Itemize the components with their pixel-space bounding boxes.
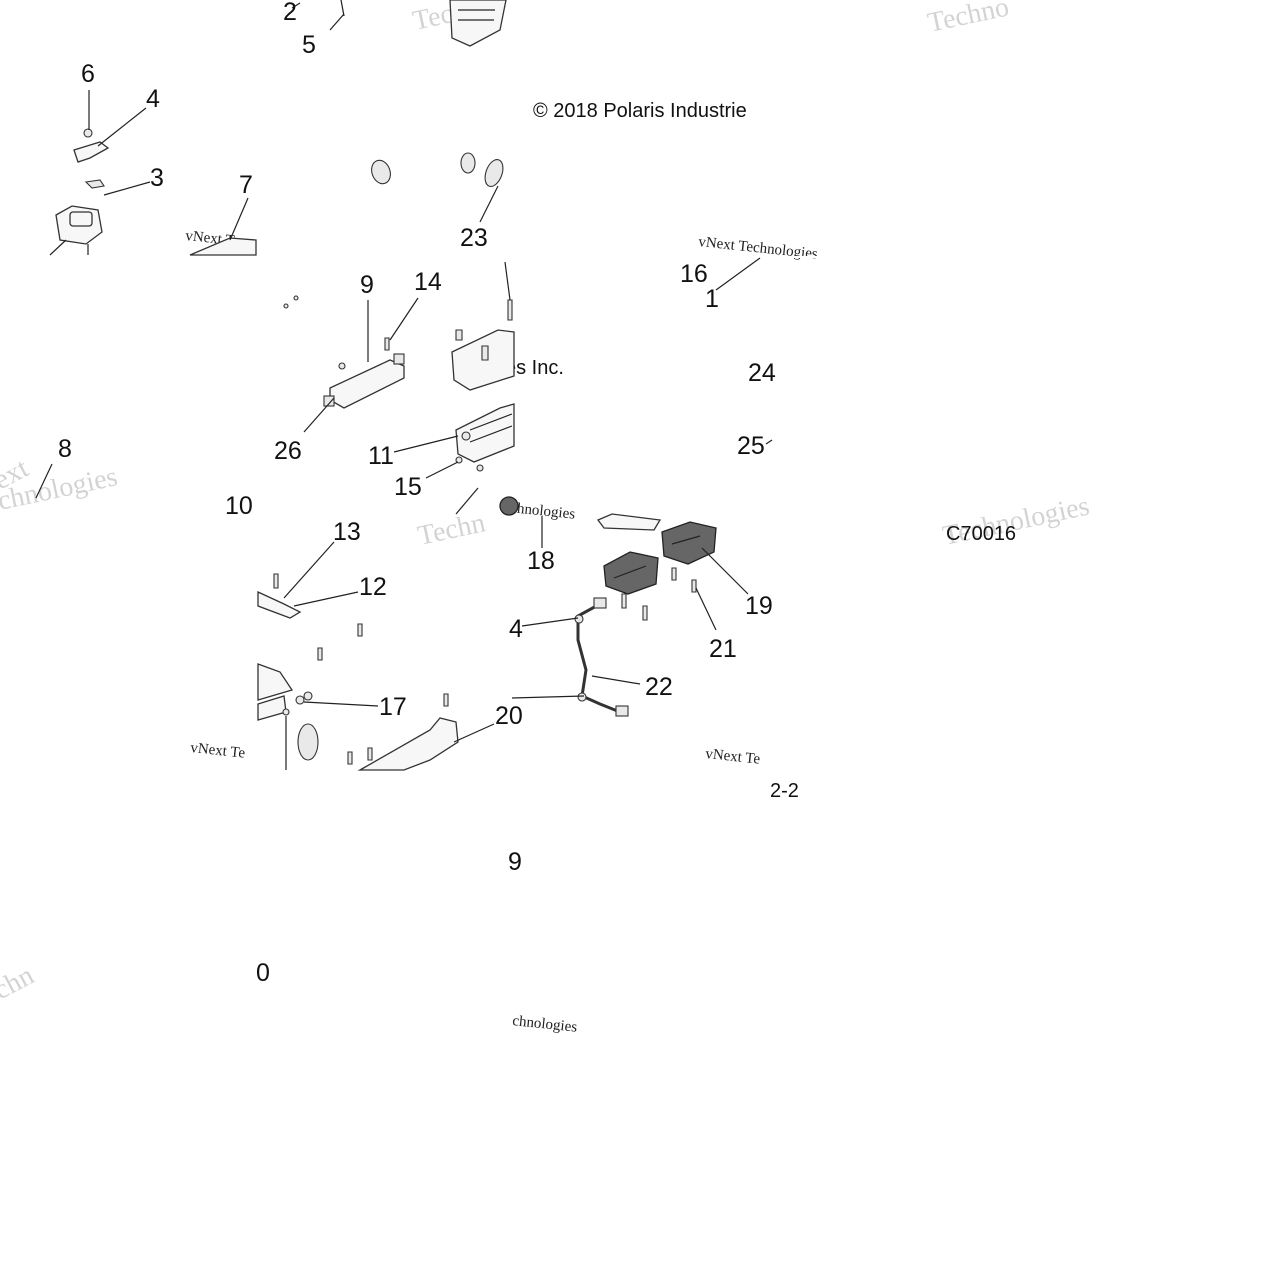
callout-0: 0 [256,959,270,987]
page-reference: 2-2 [770,780,799,802]
watermark-vnext-c: vNext Te [190,740,247,762]
callout-10: 10 [225,492,253,520]
callout-2: 2 [283,0,297,26]
part-harness-7 [189,237,257,256]
part-fasteners-17 [282,691,313,716]
callout-7: 7 [239,171,253,199]
watermark-vnext-b: vNext Technologies [698,234,819,262]
part-screw-14 [384,337,390,351]
watermark-fragment-c: Techn [415,507,488,551]
callout-23: 23 [460,224,488,252]
callout-16: 16 [680,260,708,288]
callout-25: 25 [737,432,765,460]
part-skid-plate-20 [347,693,459,771]
callout-1: 1 [705,285,719,313]
watermark-fragment-b: Techno [925,0,1012,39]
callout-5: 5 [302,31,316,59]
part-screw-small [283,295,299,309]
callout-numbers: 2 5 6 4 3 7 23 16 1 9 14 24 26 11 25 8 1… [58,0,776,987]
callout-11: 11 [368,442,394,470]
callout-6: 6 [81,60,95,88]
callout-14: 14 [414,268,442,296]
part-grommet-18 [499,496,519,516]
callout-21: 21 [709,635,737,663]
part-module-19 [661,521,717,565]
callout-12: 12 [359,573,387,601]
callout-24: 24 [748,359,776,387]
callout-19: 19 [745,592,773,620]
part-module-bracket [596,513,662,531]
part-lower-plate [257,573,363,661]
watermark-vnext-d: vNext Te [705,746,762,768]
watermark-chnologies-bottom: chnologies [512,1013,578,1036]
watermark-fragment-e: chn [0,960,39,1006]
part-bolts-21 [621,567,697,621]
callout-20: 20 [495,702,523,730]
callout-3: 3 [150,164,164,192]
copyright-text-fragment: es Inc. [505,357,564,379]
drawing-code: C70016 [946,523,1016,545]
callout-13: 13 [333,518,361,546]
part-actuator-housing [49,205,103,256]
callout-4: 4 [146,85,160,113]
copyright-text: © 2018 Polaris Industrie [533,100,747,122]
part-ecu-top [449,0,507,47]
callout-9: 9 [360,271,374,299]
part-bolt-5 [340,0,345,17]
callout-15: 15 [394,473,422,501]
callout-18: 18 [527,547,555,575]
callout-8: 8 [58,435,72,463]
callout-22: 22 [645,673,673,701]
callout-17: 17 [379,693,407,721]
part-ring-clip [371,152,504,187]
part-module-left [603,551,659,595]
callout-26: 26 [274,437,302,465]
part-pin-3 [84,179,105,189]
part-mount-bracket [451,299,515,391]
crop-mask-a [0,256,1285,258]
leader-lines [35,2,773,770]
part-harness-22 [574,597,629,717]
part-tie-strap [297,723,319,761]
callout-9-lower: 9 [508,848,522,876]
part-ecu-11 [455,403,515,463]
callout-4-lower: 4 [509,615,523,643]
part-nut-15 [455,456,484,472]
part-cover-plate-9 [323,353,405,409]
part-bracket-4 [73,128,110,163]
watermark-chnologies-mid: chnologies [510,500,576,523]
